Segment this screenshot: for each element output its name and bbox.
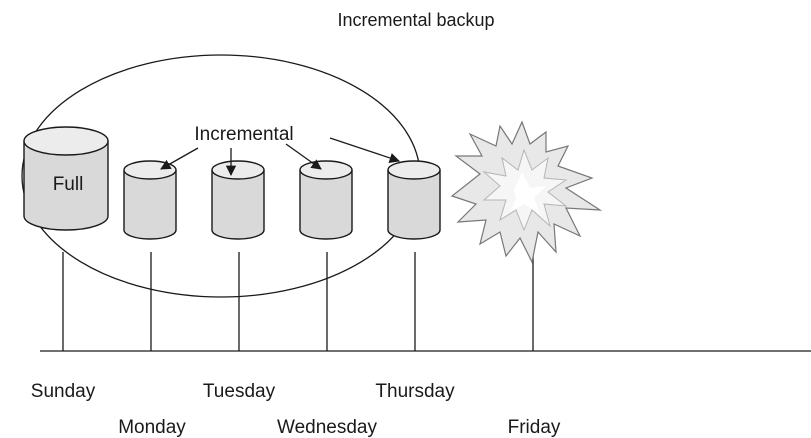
- timeline-ticks: [62, 252, 534, 351]
- incremental-cylinder-monday: [123, 160, 177, 240]
- arrow-to-wednesday: [285, 143, 322, 170]
- day-label-sunday: Sunday: [31, 381, 96, 402]
- incremental-callout-label: Incremental: [194, 124, 293, 145]
- day-label-tuesday: Tuesday: [203, 381, 276, 402]
- arrow-to-monday: [160, 147, 199, 170]
- failure-burst-icon: [450, 120, 603, 264]
- arrow-to-thursday: [329, 137, 400, 163]
- diagram-title: Incremental backup: [337, 10, 494, 30]
- day-label-friday: Friday: [508, 417, 561, 438]
- full-backup-cylinder: Full: [23, 126, 109, 231]
- day-labels: Sunday Monday Tuesday Wednesday Thursday…: [31, 381, 561, 438]
- full-backup-label: Full: [53, 174, 84, 195]
- day-label-monday: Monday: [118, 417, 186, 438]
- day-label-thursday: Thursday: [375, 381, 455, 402]
- incremental-callout-arrows: [160, 137, 400, 177]
- incremental-cylinder-wednesday: [299, 160, 353, 240]
- day-label-wednesday: Wednesday: [277, 417, 377, 438]
- incremental-cylinder-thursday: [387, 160, 441, 240]
- incremental-cylinder-tuesday: [211, 160, 265, 240]
